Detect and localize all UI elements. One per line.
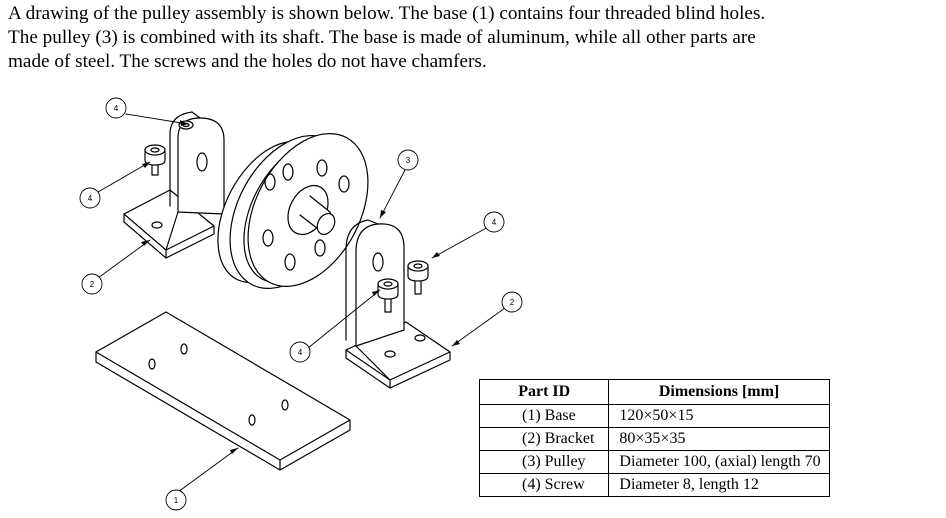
column-header-part-id: Part ID	[478, 379, 610, 405]
balloon-circle	[81, 273, 103, 295]
balloon-label: 4	[492, 218, 497, 227]
table-row: (4) Screw Diameter 8, length 12	[478, 473, 830, 497]
leader-lines	[97, 113, 506, 493]
dimensions-cell: 120×50×15	[608, 404, 830, 428]
intro-line-2: The pulley (3) is combined with its shaf…	[8, 27, 756, 48]
right-bracket-screws	[377, 260, 429, 313]
table-header-row: Part ID Dimensions [mm]	[478, 379, 830, 405]
right-bracket	[345, 219, 451, 389]
part-id-cell: (1) Base	[478, 404, 610, 428]
table-row: (1) Base 120×50×15	[478, 404, 830, 428]
table-row: (2) Bracket 80×35×35	[478, 427, 830, 451]
balloon-circle	[165, 489, 187, 511]
balloon-label: 2	[90, 280, 95, 289]
balloon-circle	[397, 149, 419, 171]
balloon-callouts: 4 4 3 4 2 2 4 1	[79, 97, 523, 511]
balloon-label: 4	[88, 194, 93, 203]
dimensions-cell: Diameter 100, (axial) length 70	[608, 450, 830, 474]
balloon-circle	[105, 97, 127, 119]
balloon-label: 2	[510, 298, 515, 307]
pulley	[217, 132, 369, 290]
balloon-label: 3	[406, 156, 411, 165]
leader-arrowheads	[141, 120, 460, 454]
balloon-label: 4	[298, 348, 303, 357]
balloon-circle	[289, 341, 311, 363]
balloon-label: 4	[114, 104, 119, 113]
parts-table: Part ID Dimensions [mm] (1) Base 120×50×…	[478, 379, 830, 497]
intro-line-3: made of steel. The screws and the holes …	[8, 51, 487, 72]
balloon-circle	[483, 211, 505, 233]
problem-statement: A drawing of the pulley assembly is show…	[8, 2, 938, 74]
part-id-cell: (2) Bracket	[478, 427, 610, 451]
balloon-circle	[79, 187, 101, 209]
left-bracket	[123, 111, 225, 259]
balloon-label: 1	[174, 496, 179, 505]
column-header-dimensions: Dimensions [mm]	[608, 379, 830, 405]
part-id-cell: (4) Screw	[478, 473, 610, 497]
dimensions-cell: Diameter 8, length 12	[608, 473, 830, 497]
table-row: (3) Pulley Diameter 100, (axial) length …	[478, 450, 830, 474]
base-plate	[95, 311, 351, 471]
intro-line-1: A drawing of the pulley assembly is show…	[8, 3, 766, 24]
dimensions-cell: 80×35×35	[608, 427, 830, 451]
part-id-cell: (3) Pulley	[478, 450, 610, 474]
balloon-circle	[501, 291, 523, 313]
